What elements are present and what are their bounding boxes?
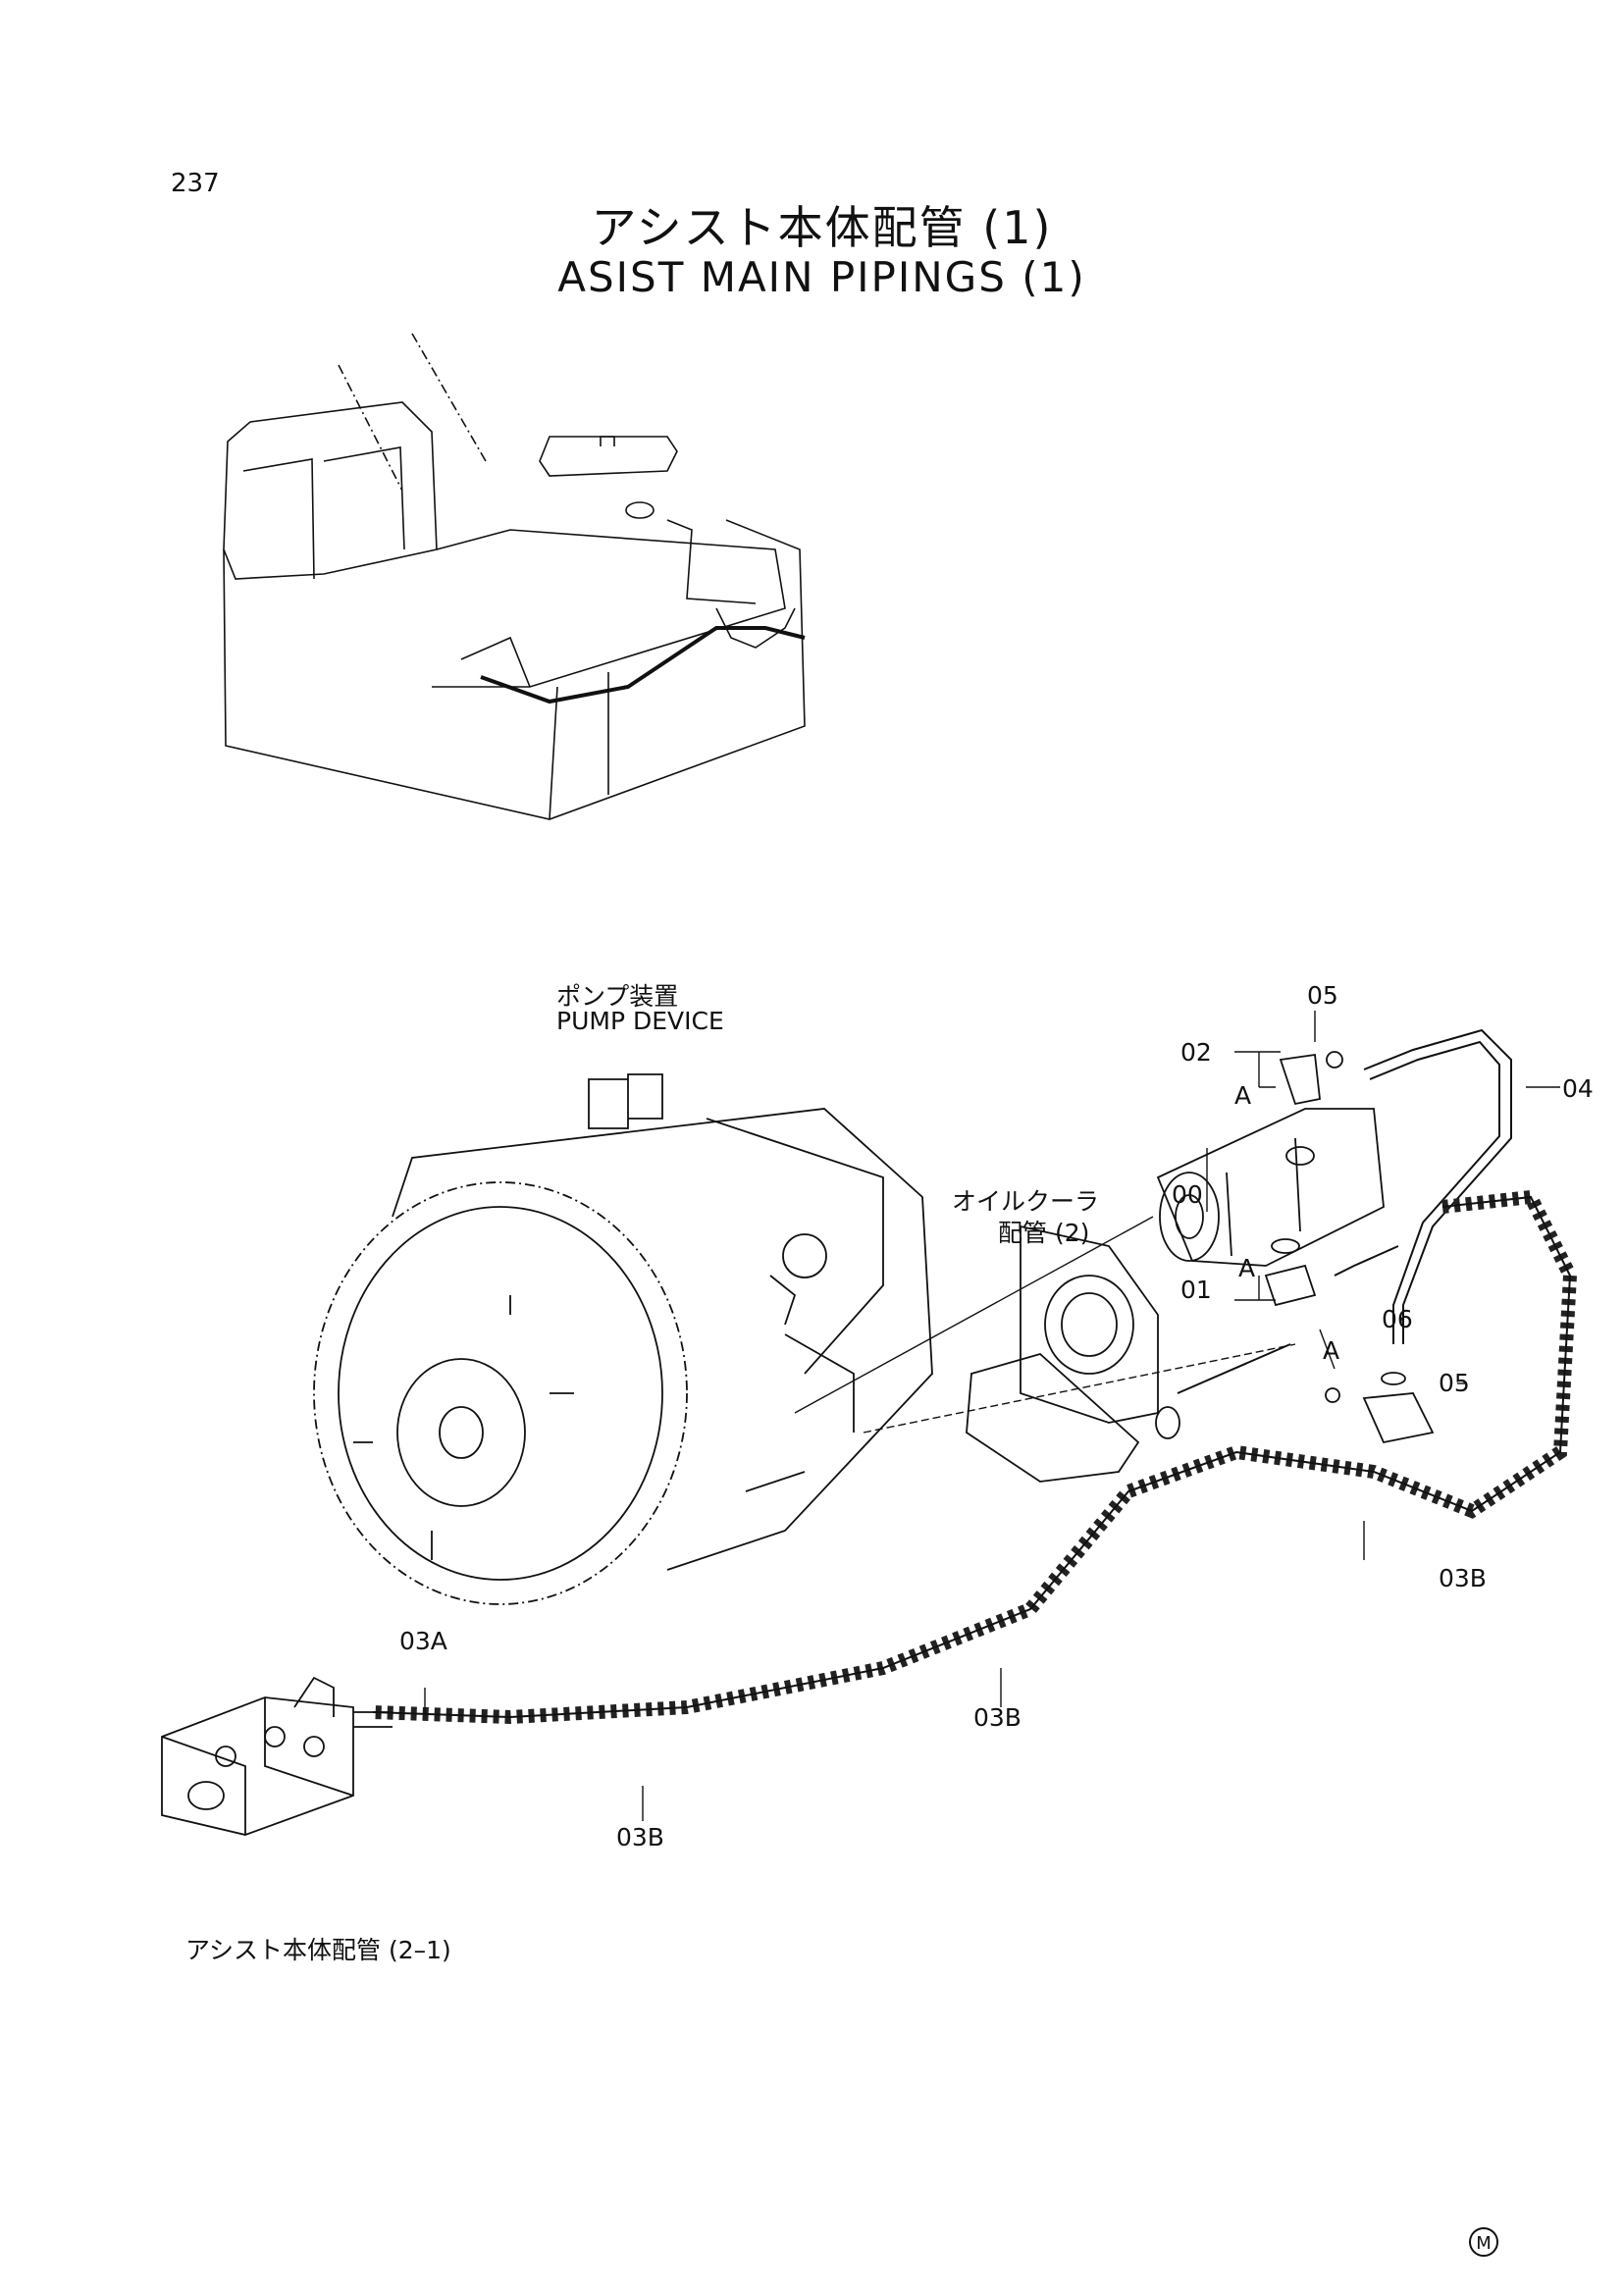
hose-03b-illustration [372, 1189, 1578, 1725]
motor-part-00-illustration [1156, 1108, 1385, 1267]
oil-cooler-ref-label: 配管 (2) [998, 1219, 1090, 1247]
page-title-japanese: アシスト本体配管 (1) [591, 201, 1053, 254]
assist-piping-ref-label: アシスト本体配管 (2–1) [185, 1936, 451, 1964]
callout-03b-middle: 03B [973, 1703, 1022, 1732]
excavator-overview-illustration [223, 333, 806, 820]
manufacturer-mark: M [1469, 2227, 1498, 2257]
callout-a-middle: A [1238, 1254, 1256, 1282]
leader-lines [424, 1011, 1560, 1821]
hose-04-illustration [1363, 1028, 1512, 1344]
page-title-english: ASIST MAIN PIPINGS (1) [557, 253, 1086, 301]
valve-block-illustration [161, 1676, 393, 1836]
pump-device-illustration [313, 1073, 933, 1605]
callout-04: 04 [1562, 1074, 1594, 1103]
callout-03b-right: 03B [1439, 1564, 1487, 1592]
callout-01: 01 [1180, 1276, 1212, 1304]
callout-a-lower: A [1323, 1336, 1340, 1365]
pump-device-label-japanese: ポンプ装置 [556, 982, 679, 1011]
oil-cooler-label: オイルクーラ [952, 1187, 1100, 1216]
callout-03a: 03A [399, 1627, 447, 1655]
callout-05-top: 05 [1307, 981, 1338, 1010]
fitting-02-illustration [1279, 1051, 1343, 1106]
oil-cooler-flange-illustration [966, 1225, 1180, 1483]
pump-device-label-english: PUMP DEVICE [556, 1007, 724, 1035]
fitting-06-illustration [1325, 1372, 1435, 1444]
page-number: 237 [171, 169, 220, 198]
callout-05-right: 05 [1439, 1369, 1470, 1397]
callout-06: 06 [1382, 1305, 1413, 1333]
fitting-01-illustration [1264, 1238, 1317, 1307]
callout-00: 00 [1172, 1180, 1203, 1209]
callout-a-top: A [1234, 1081, 1252, 1110]
callout-03b-lower: 03B [616, 1823, 664, 1851]
callout-02: 02 [1180, 1038, 1212, 1067]
